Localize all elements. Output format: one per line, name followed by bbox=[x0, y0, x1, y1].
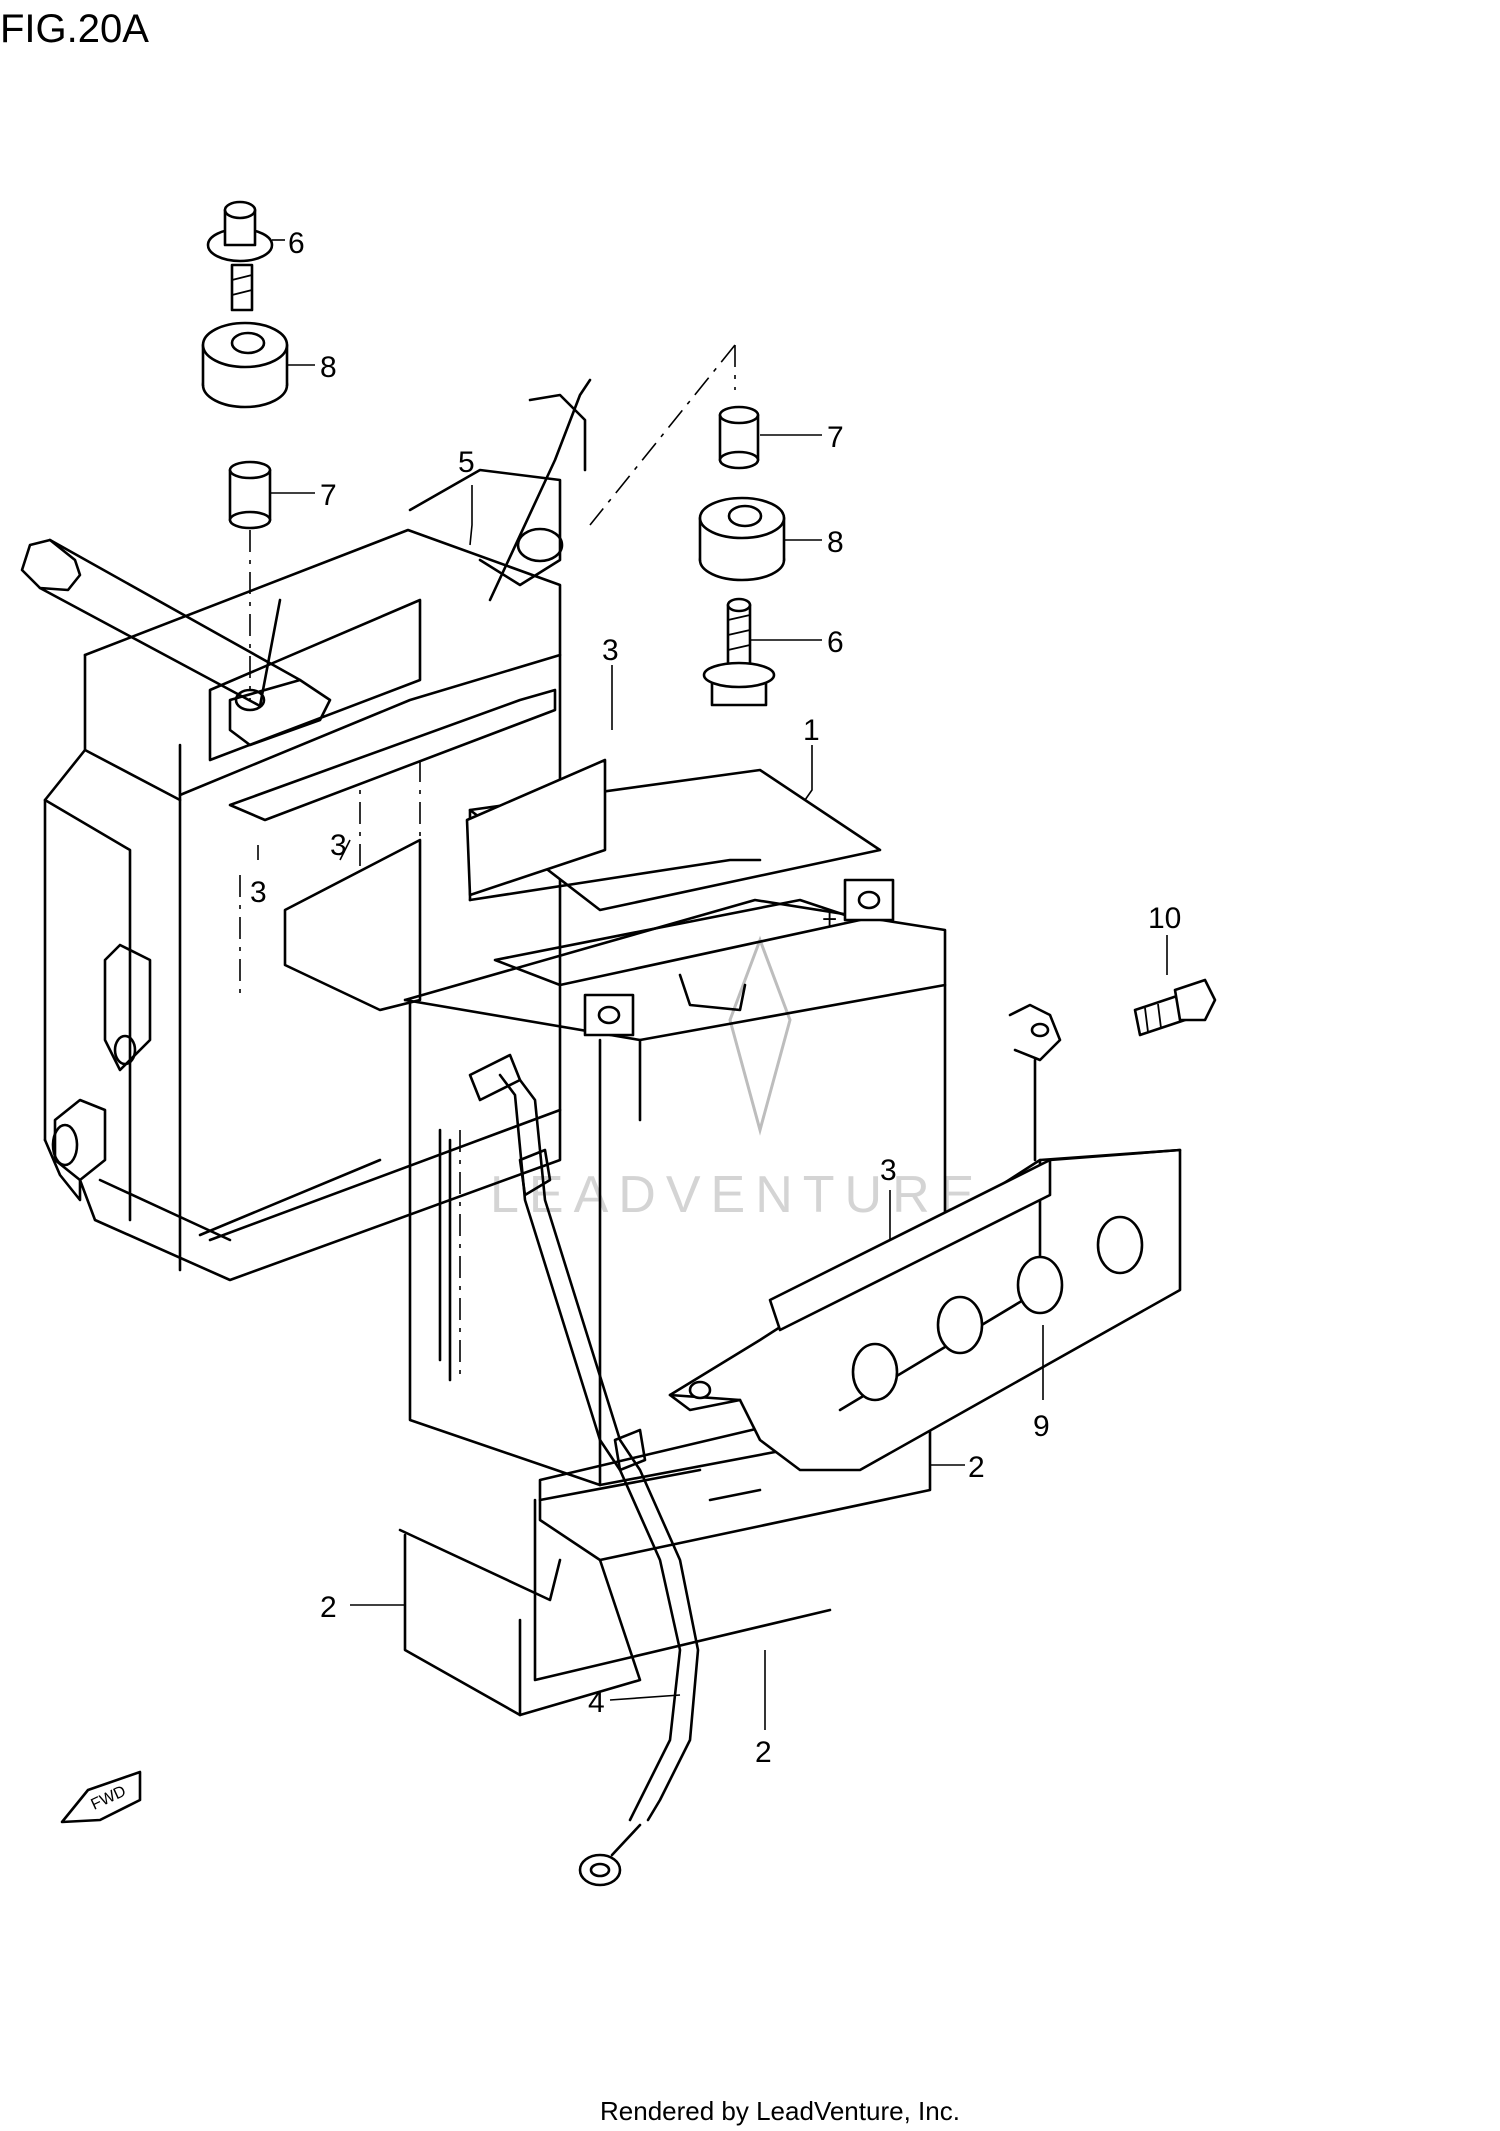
callout-6-top: 6 bbox=[288, 227, 305, 260]
collar-7-right bbox=[718, 405, 760, 470]
callout-5: 5 bbox=[458, 446, 475, 479]
callout-3-tray: 3 bbox=[880, 1154, 897, 1187]
battery-box-part bbox=[20, 378, 592, 1282]
callout-2-right: 2 bbox=[968, 1451, 985, 1484]
leadventure-watermark: LEADVENTURE bbox=[490, 935, 984, 1224]
grommet-8-top bbox=[201, 321, 289, 409]
grommet-8-right bbox=[698, 496, 786, 582]
callout-6-right: 6 bbox=[827, 626, 844, 659]
callout-7-right: 7 bbox=[827, 421, 844, 454]
callout-8-right: 8 bbox=[827, 526, 844, 559]
callout-8-top: 8 bbox=[320, 351, 337, 384]
callout-3-side: 3 bbox=[330, 829, 347, 862]
tray-bracket-part bbox=[668, 1003, 1182, 1472]
callout-2-bottom: 2 bbox=[755, 1736, 772, 1769]
callout-leaders bbox=[257, 239, 1168, 1730]
tray-pads-part bbox=[398, 1393, 932, 1717]
callout-7-top: 7 bbox=[320, 479, 337, 512]
pad-3-side bbox=[283, 838, 422, 1012]
callout-2-left: 2 bbox=[320, 1591, 337, 1624]
pad-3-tray bbox=[768, 1158, 1052, 1332]
collar-7-top bbox=[228, 460, 272, 700]
bolt-10 bbox=[1133, 978, 1217, 1037]
figure-title: FIG.20A bbox=[0, 7, 149, 51]
callout-3-left: 3 bbox=[250, 876, 267, 909]
ground-cable-part bbox=[468, 1053, 700, 1887]
pad-3-top bbox=[228, 688, 557, 822]
fwd-arrow-icon: FWD bbox=[60, 1770, 142, 1824]
bolt-6-top bbox=[206, 200, 274, 312]
callout-1: 1 bbox=[803, 714, 820, 747]
callout-10: 10 bbox=[1148, 902, 1181, 935]
plus-symbol: + bbox=[822, 904, 837, 934]
footer-credit: Rendered by LeadVenture, Inc. bbox=[600, 2096, 960, 2126]
pad-3-front bbox=[465, 758, 607, 897]
callout-9: 9 bbox=[1033, 1410, 1050, 1443]
callout-3-top: 3 bbox=[602, 634, 619, 667]
watermark-text: LEADVENTURE bbox=[490, 1166, 984, 1224]
bolt-6-right bbox=[702, 597, 776, 707]
callout-4: 4 bbox=[588, 1686, 605, 1719]
